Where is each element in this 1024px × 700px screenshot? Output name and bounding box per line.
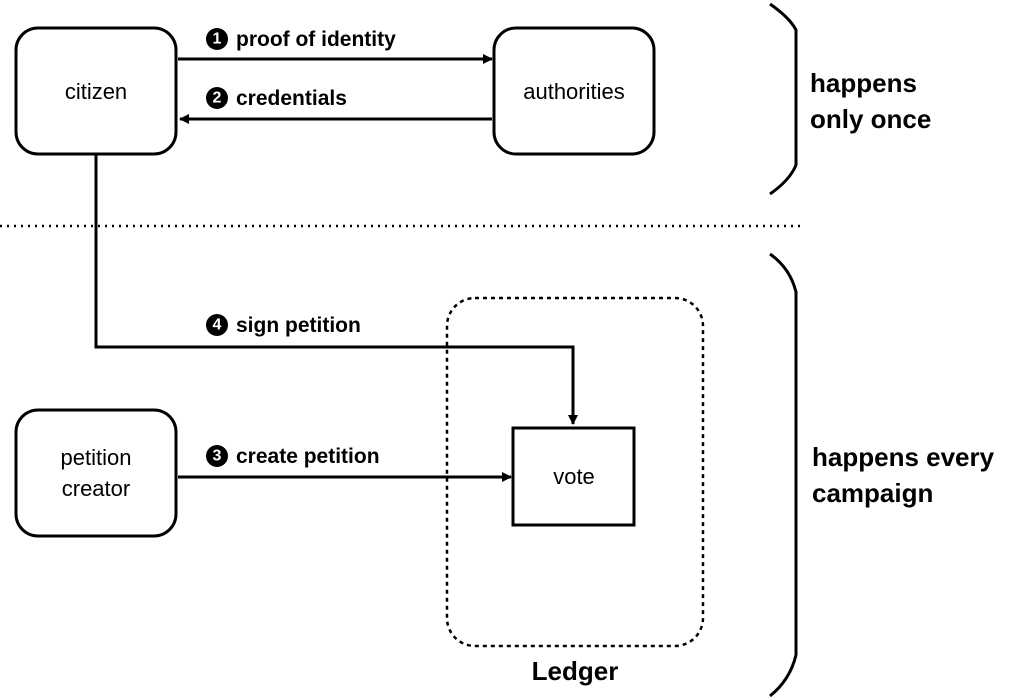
vote-box: [511, 426, 636, 527]
step-4-badge: [206, 314, 228, 336]
step-1-number: 1: [213, 31, 222, 48]
step-2-number: 2: [213, 90, 222, 107]
step-4-label: sign petition: [236, 314, 361, 337]
citizen-label: citizen: [65, 79, 127, 104]
step-1-badge: [206, 28, 228, 50]
every-brace: [769, 252, 798, 698]
citizen-box: [14, 26, 178, 156]
petition-creator-label-line1: petition: [61, 445, 132, 470]
step-1-label: proof of identity: [236, 28, 396, 51]
every-phase-line2: campaign: [812, 478, 933, 508]
once-phase-line1: happens: [810, 68, 917, 98]
step-3-badge: [206, 445, 228, 467]
petition-creator-label-line2: creator: [62, 476, 130, 501]
step-2-badge: [206, 87, 228, 109]
step-2-label: credentials: [236, 87, 347, 110]
authorities-box: [492, 26, 656, 156]
sign-petition-arrow: [94, 155, 578, 425]
authorities-label: authorities: [523, 79, 625, 104]
once-brace: [769, 2, 798, 196]
vote-label: vote: [553, 464, 595, 489]
step-4-number: 4: [213, 317, 222, 334]
every-phase-line1: happens every: [812, 442, 995, 472]
ledger-label: Ledger: [532, 656, 619, 686]
once-phase-line2: only once: [810, 104, 931, 134]
step-3-number: 3: [213, 448, 222, 465]
step-3-label: create petition: [236, 445, 380, 468]
ledger-boundary: [445, 296, 705, 648]
petition-creator-box: [14, 408, 178, 538]
